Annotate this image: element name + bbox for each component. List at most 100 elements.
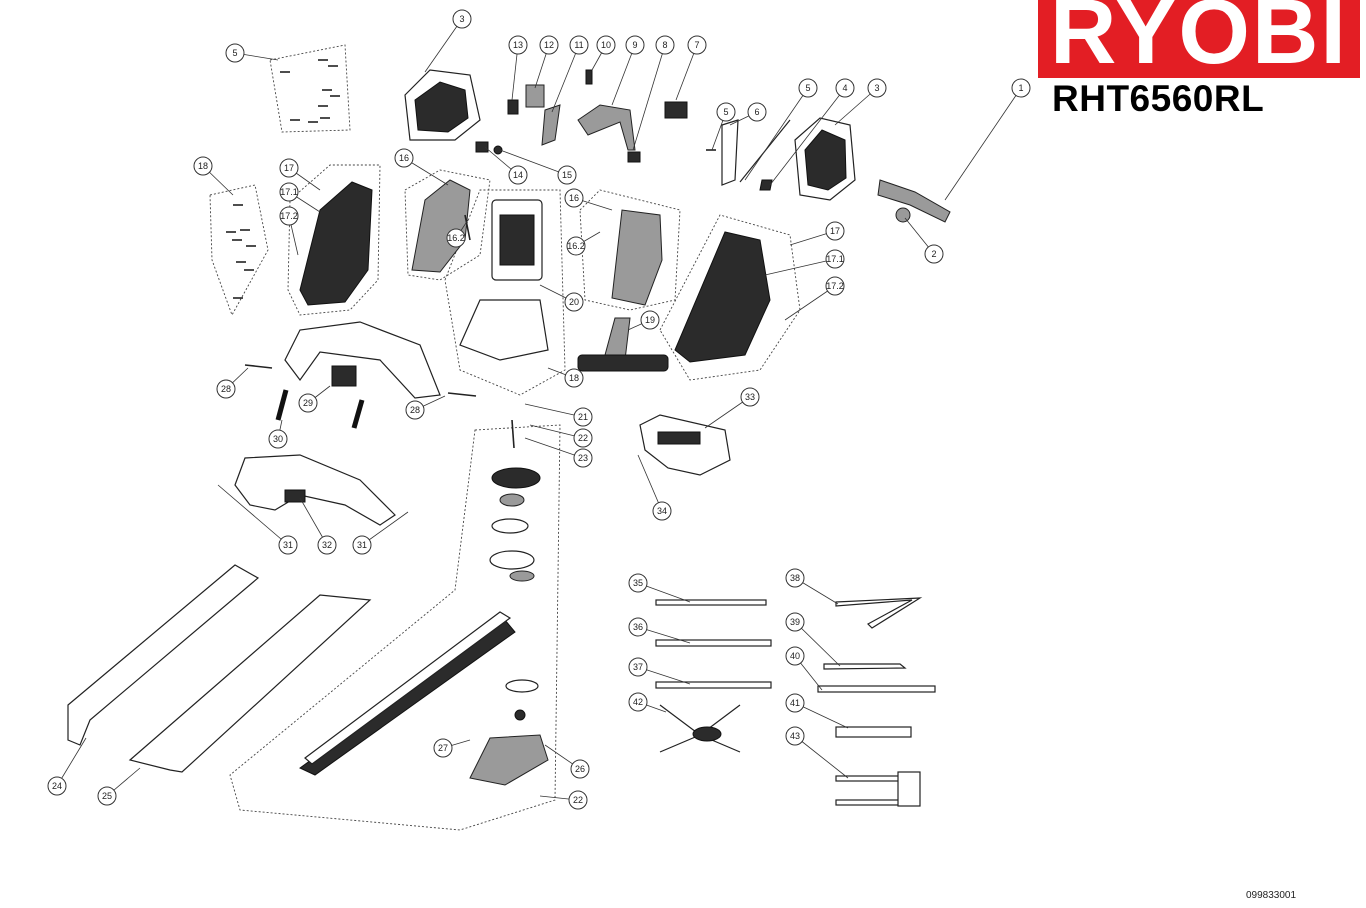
callout-label-c23: 23: [578, 453, 588, 463]
callout-circle-c14: [508, 165, 528, 185]
callout-label-c5b: 5: [805, 83, 810, 93]
handle-29-insert: [331, 365, 357, 387]
callout-label-c17a: 17: [284, 163, 294, 173]
leader-line-c15: [499, 149, 568, 176]
callout-label-c5c: 5: [723, 107, 728, 117]
callout-circle-c34: [652, 501, 672, 521]
callout-label-c39: 39: [790, 617, 800, 627]
callout-circle-c15: [557, 165, 577, 185]
callout-label-c3b: 3: [874, 83, 879, 93]
rear-handle-32: [234, 454, 396, 526]
handle-cover-outline: [404, 169, 491, 281]
callout-label-c10: 10: [601, 40, 611, 50]
callout-label-c11: 11: [574, 40, 583, 50]
cord-38: [835, 597, 923, 629]
callout-label-c5a: 5: [232, 48, 237, 58]
spring-10: [585, 69, 593, 85]
leader-line-c31a: [217, 484, 289, 546]
callout-circle-c31b: [352, 535, 372, 555]
callout-label-c17b: 17: [830, 226, 840, 236]
group-outlines: [209, 44, 801, 831]
callout-label-c38: 38: [790, 573, 800, 583]
callout-circle-c172b: [825, 276, 845, 296]
callout-circle-c29: [298, 393, 318, 413]
callout-circle-c40: [785, 646, 805, 666]
callout-label-c4: 4: [842, 83, 847, 93]
gearbox-base: [459, 299, 549, 361]
shaft-21: [511, 419, 515, 449]
button-15: [493, 145, 503, 155]
callout-circle-c7: [687, 35, 707, 55]
washer-c: [509, 570, 535, 582]
callout-circle-c32: [317, 535, 337, 555]
callout-label-c9: 9: [632, 40, 637, 50]
callout-label-c33: 33: [745, 392, 755, 402]
callout-circle-c13: [508, 35, 528, 55]
callout-circle-c172a: [279, 206, 299, 226]
parts: [67, 59, 951, 807]
callout-label-c1: 1: [1018, 83, 1023, 93]
callout-circle-c22a: [573, 428, 593, 448]
callout-label-c26: 26: [575, 764, 585, 774]
bracket-6: [721, 119, 739, 186]
callout-circle-c36: [628, 617, 648, 637]
blade-teeth: [304, 611, 512, 765]
callout-label-c42: 42: [633, 697, 643, 707]
switch-12: [525, 84, 545, 108]
callout-circle-c4: [835, 78, 855, 98]
callout-circle-c8: [655, 35, 675, 55]
callout-label-c30: 30: [273, 434, 283, 444]
callout-circle-c19: [640, 310, 660, 330]
cord-40: [817, 685, 936, 693]
callout-circle-c18b: [564, 368, 584, 388]
leader-line-c1: [944, 87, 1022, 201]
screw-set-top: [280, 59, 340, 123]
callout-circle-c162a: [446, 228, 466, 248]
callout-label-c19: 19: [645, 315, 655, 325]
callout-label-c21: 21: [578, 412, 588, 422]
leader-line-c171b: [764, 258, 836, 276]
callout-label-c27: 27: [438, 743, 448, 753]
motor-core: [499, 214, 535, 266]
callout-circle-c171a: [279, 182, 299, 202]
leader-line-c4: [769, 87, 846, 186]
callout-circle-c9: [625, 35, 645, 55]
callout-label-c171a: 17.1: [280, 187, 298, 197]
callout-circle-c25: [97, 786, 117, 806]
washer-b: [489, 550, 535, 570]
callout-circle-c12: [539, 35, 559, 55]
leader-line-c11: [551, 44, 580, 113]
switch-7: [664, 101, 688, 119]
callout-circle-c24: [47, 776, 67, 796]
callout-circle-c5c: [716, 102, 736, 122]
callout-label-c32: 32: [322, 540, 332, 550]
leader-line-c3a: [424, 18, 463, 73]
callout-label-c172b: 17.2: [826, 281, 844, 291]
callout-label-c15: 15: [562, 170, 572, 180]
motor-group-outline: [444, 189, 566, 396]
callout-circle-c28b: [405, 400, 425, 420]
leader-lines: [56, 18, 1022, 801]
callout-circle-c16b: [564, 188, 584, 208]
callout-label-c12: 12: [544, 40, 554, 50]
callout-label-c28b: 28: [410, 405, 420, 415]
front-handle-29: [284, 321, 441, 399]
callout-circle-c5a: [225, 43, 245, 63]
callout-circle-c26: [570, 759, 590, 779]
callout-circle-c31a: [278, 535, 298, 555]
washer-a: [491, 518, 529, 534]
callout-label-c162a: 16.2: [447, 233, 465, 243]
callout-label-c37: 37: [633, 662, 643, 672]
callout-circle-c18a: [193, 156, 213, 176]
gearbox-cover-26: [469, 734, 549, 786]
model-number: RHT6560RL: [1052, 78, 1265, 119]
callout-circle-c23: [573, 448, 593, 468]
callout-circle-c41: [785, 693, 805, 713]
callout-label-c18b: 18: [569, 373, 579, 383]
blade-washer: [505, 679, 539, 693]
callout-label-c31a: 31: [283, 540, 293, 550]
callout-circle-c1: [1011, 78, 1031, 98]
callout-circle-c5b: [798, 78, 818, 98]
